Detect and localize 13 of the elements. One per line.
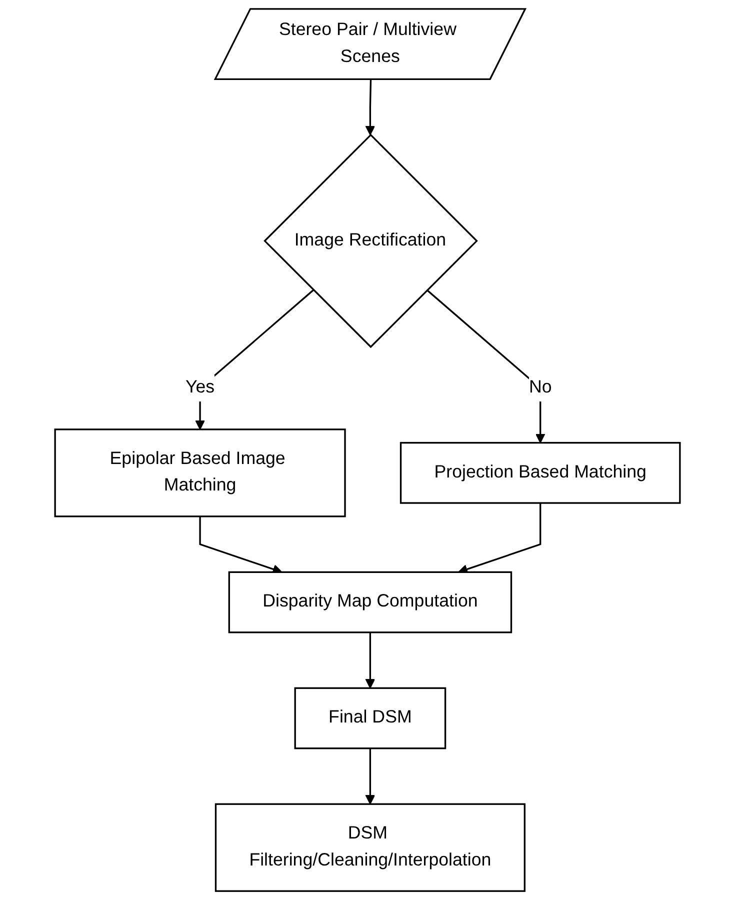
- node-box: Final DSM: [294, 687, 446, 750]
- edge-label: No: [528, 378, 552, 398]
- arrow: [365, 632, 376, 689]
- node-box: DSM Filtering/Cleaning/Interpolation: [214, 803, 526, 892]
- arrow: [199, 516, 282, 574]
- node-box: Disparity Map Computation: [228, 571, 512, 634]
- arrow: [365, 748, 376, 805]
- arrow: [365, 80, 376, 136]
- node-box: Projection Based Matching: [400, 442, 681, 504]
- node-diamond: Image Rectification: [264, 134, 478, 348]
- node-box: Epipolar Based Image Matching: [54, 428, 346, 518]
- edge-label: Yes: [185, 378, 215, 398]
- arrow: [458, 503, 542, 574]
